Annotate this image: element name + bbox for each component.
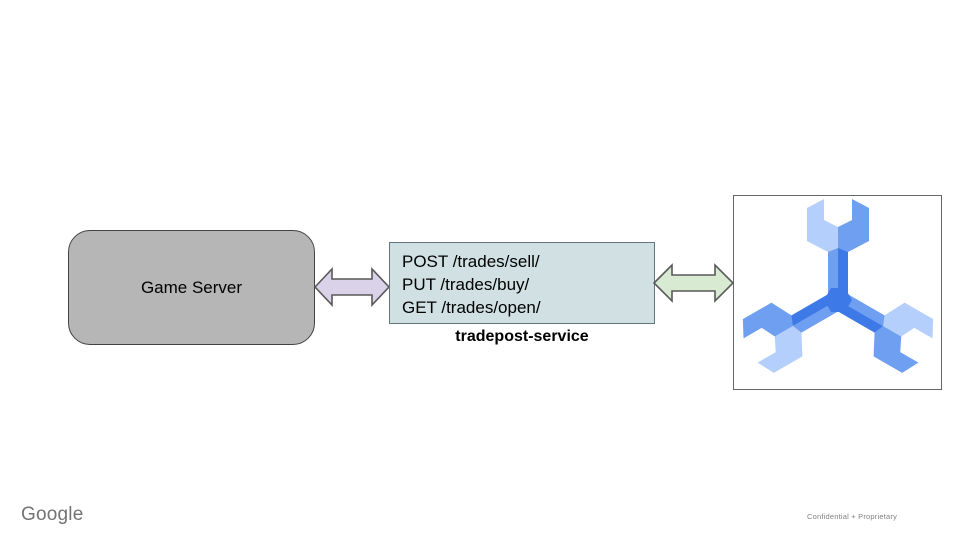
confidential-note: Confidential + Proprietary [807,512,898,521]
google-logo: Google [21,504,84,525]
game-server-node[interactable]: Game Server [68,230,315,345]
double-arrow-icon [653,263,734,303]
service-to-logo-arrow[interactable] [653,263,734,303]
endpoint-line: PUT /trades/buy/ [402,275,530,294]
service-caption[interactable]: tradepost-service [455,328,589,345]
endpoint-line: GET /trades/open/ [402,298,541,317]
logo-image-frame[interactable] [733,195,942,390]
logo-center-face [824,288,852,312]
open-match-logo-icon [742,199,934,373]
logo-face [807,199,838,252]
logo-face [757,326,803,373]
logo-face [873,326,919,373]
game-server-label: Game Server [140,277,243,297]
logo-face [742,302,793,339]
tradepost-service-node[interactable]: POST /trades/sell/ PUT /trades/buy/ GET … [389,242,655,324]
logo-face [838,199,869,252]
logo-face [883,302,934,339]
double-arrow-icon [314,267,390,307]
endpoint-line: POST /trades/sell/ [402,252,540,271]
game-to-service-arrow[interactable] [314,267,390,307]
